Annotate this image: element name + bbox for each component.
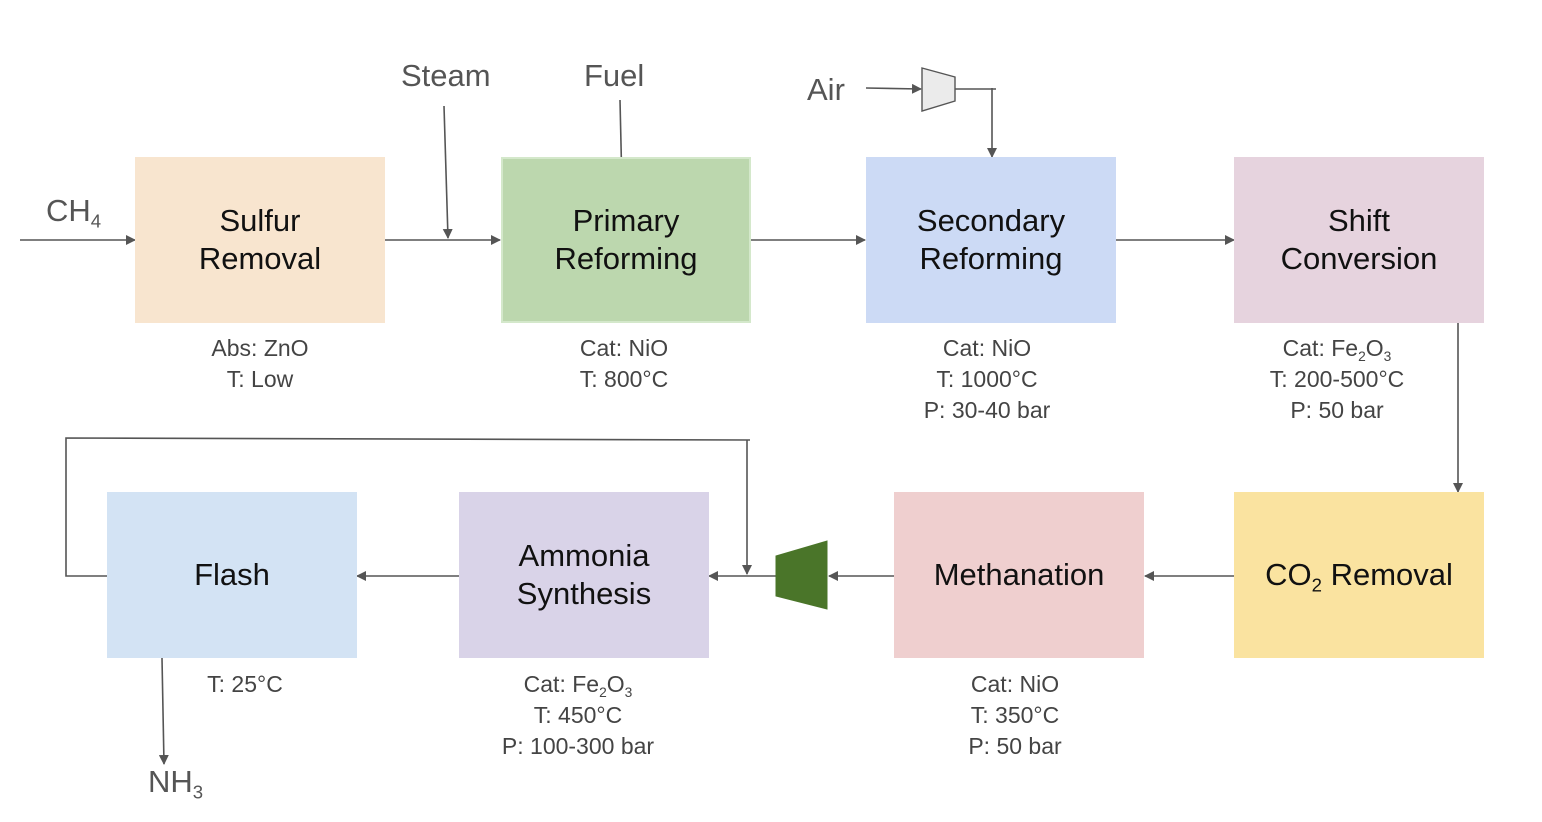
unit-name-line2: Reforming — [919, 241, 1063, 276]
flash-unit: Flash — [107, 492, 357, 658]
steam-feed-arrow — [442, 105, 453, 239]
flash-notes: T: 25°C — [120, 669, 370, 700]
note-line: T: 350°C — [970, 702, 1060, 728]
air-compressor-icon — [921, 67, 956, 112]
note-line: P: 50 bar — [1290, 397, 1384, 423]
note-line: Abs: ZnO — [211, 335, 309, 361]
air-to-compressor-arrow — [865, 83, 922, 94]
note-line: Cat: NiO — [579, 335, 669, 361]
note-line: P: 100-300 bar — [501, 733, 655, 759]
note-line: Cat: Fe2O3 — [523, 671, 633, 700]
methanation-notes: Cat: NiO T: 350°C P: 50 bar — [890, 669, 1140, 762]
unit-name-line2: Reforming — [554, 241, 698, 276]
unit-name-line1: Sulfur — [219, 203, 301, 238]
note-line: P: 30-40 bar — [923, 397, 1051, 423]
unit-name-line2: Removal — [198, 241, 322, 276]
steam-label: Steam — [401, 58, 491, 93]
note-line: P: 50 bar — [968, 733, 1062, 759]
unit-name-line1: Methanation — [933, 557, 1105, 592]
note-line: T: 1000°C — [936, 366, 1038, 392]
note-line: Cat: NiO — [942, 335, 1032, 361]
note-line: T: 450°C — [533, 702, 623, 728]
note-line: T: 25°C — [207, 671, 283, 697]
secondary-reforming-notes: Cat: NiO T: 1000°C P: 30-40 bar — [862, 333, 1112, 426]
unit-name-line1: Shift — [1327, 203, 1391, 238]
sulfur-removal-notes: Abs: ZnO T: Low — [135, 333, 385, 395]
fuel-label: Fuel — [584, 58, 645, 93]
nh3-product-arrow — [158, 657, 169, 765]
nh3-label: NH3 — [148, 764, 204, 803]
note-line: T: Low — [226, 366, 294, 392]
note-line: T: 800°C — [579, 366, 669, 392]
primary-reforming-unit: Primary Reforming — [501, 157, 751, 323]
co2-removal-unit: CO2 Removal — [1234, 492, 1484, 658]
ch4-label: CH4 — [46, 193, 102, 232]
recycle-loop-line — [65, 437, 751, 577]
shift-conversion-notes: Cat: Fe2O3 T: 200-500°C P: 50 bar — [1212, 333, 1462, 426]
methanation-unit: Methanation — [894, 492, 1144, 658]
unit-name-line2: Synthesis — [516, 576, 652, 611]
unit-name-line1: Secondary — [916, 203, 1066, 238]
air-label: Air — [807, 72, 845, 107]
unit-name-line2: Conversion — [1280, 241, 1438, 276]
secondary-reforming-unit: Secondary Reforming — [866, 157, 1116, 323]
primary-reforming-notes: Cat: NiO T: 800°C — [499, 333, 749, 395]
note-line: T: 200-500°C — [1269, 366, 1405, 392]
ammonia-synthesis-notes: Cat: Fe2O3 T: 450°C P: 100-300 bar — [453, 669, 703, 762]
unit-name-line1: Ammonia — [518, 538, 650, 573]
note-line: Cat: NiO — [970, 671, 1060, 697]
shift-conversion-unit: Shift Conversion — [1234, 157, 1484, 323]
ammonia-synthesis-unit: Ammonia Synthesis — [459, 492, 709, 658]
unit-name-line1: Flash — [194, 557, 270, 592]
unit-name: CO2 Removal — [1265, 557, 1453, 596]
sulfur-removal-unit: Sulfur Removal — [135, 157, 385, 323]
note-line: Cat: Fe2O3 — [1282, 335, 1392, 364]
unit-name-line1: Primary — [572, 203, 680, 238]
syngas-compressor-icon — [775, 540, 828, 610]
